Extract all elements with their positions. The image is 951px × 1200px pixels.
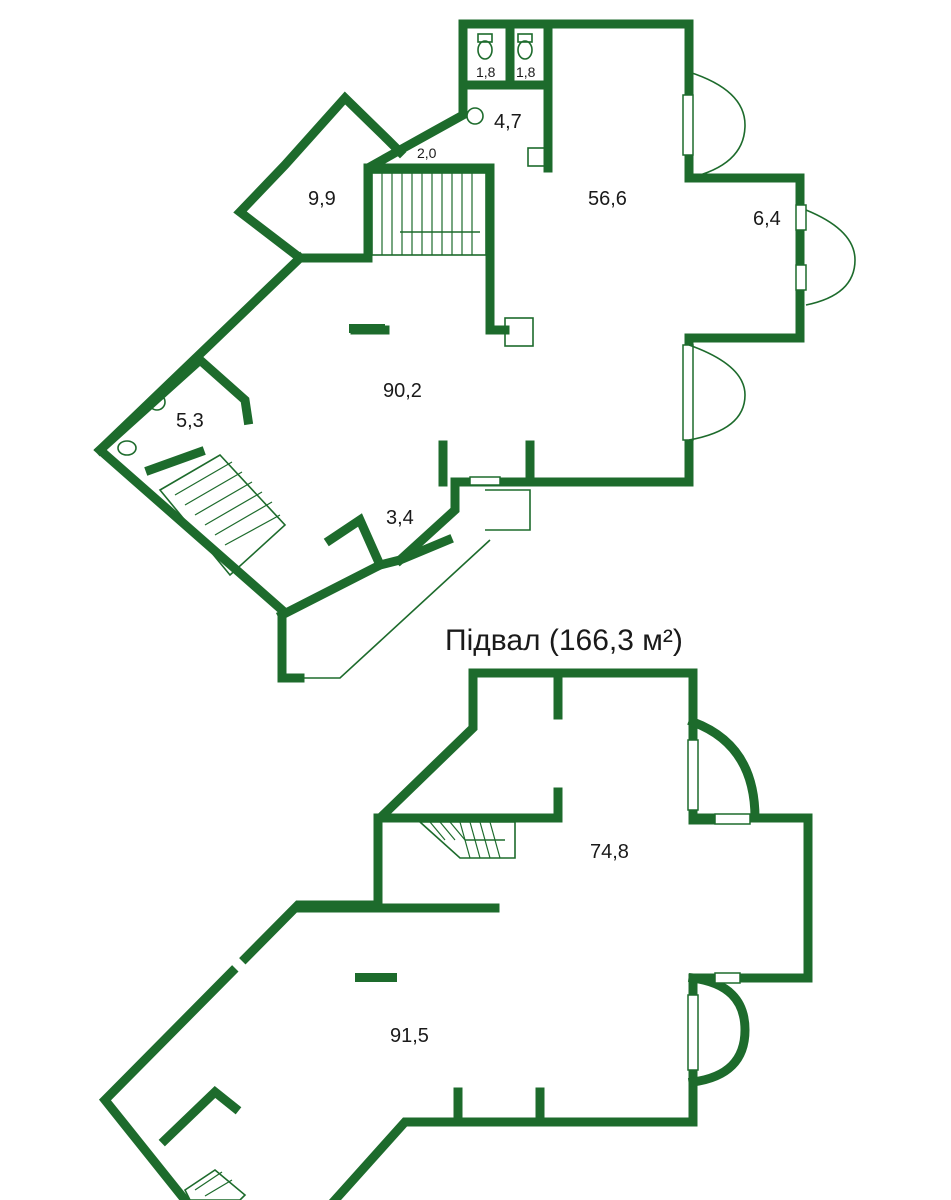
wall-stair-right — [485, 163, 510, 335]
window — [682, 94, 694, 156]
sink-icon — [466, 107, 484, 125]
door-arc — [688, 344, 746, 441]
stairs-lower — [158, 453, 287, 577]
floor1-outer-wall — [450, 19, 805, 487]
toilet-icon — [517, 33, 533, 60]
toilet-icon — [117, 440, 137, 456]
toilet-icon — [477, 33, 493, 60]
window — [469, 476, 501, 486]
window — [714, 813, 751, 825]
entrance-path — [300, 539, 491, 679]
window — [795, 204, 807, 231]
window — [228, 954, 248, 974]
stairs-upper — [371, 172, 487, 256]
area-wc-c: 5,3 — [176, 410, 204, 432]
area-room-left: 9,9 — [308, 188, 336, 210]
basement-title: Підвал (166,3 м²) — [445, 624, 683, 657]
area-bath: 4,7 — [494, 111, 522, 133]
area-basement-lower: 91,5 — [390, 1025, 429, 1047]
area-balcony: 6,4 — [753, 208, 781, 230]
area-wc-a: 1,8 — [476, 64, 496, 80]
wall-vestibule — [393, 477, 460, 567]
area-hall: 2,0 — [417, 145, 437, 161]
basement-plan: 74,8 91,5 — [98, 668, 813, 1200]
window — [682, 344, 694, 441]
window — [795, 264, 807, 291]
area-basement-upper: 74,8 — [590, 841, 629, 863]
wall-stair-lower — [144, 446, 206, 476]
area-room-main: 90,2 — [383, 380, 422, 402]
window — [687, 739, 699, 811]
area-vestibule: 3,4 — [386, 507, 414, 529]
floor1-south-wall — [275, 534, 454, 622]
basement-bay-upper — [687, 716, 760, 823]
area-wc-b: 1,8 — [516, 64, 536, 80]
sink-icon — [148, 393, 166, 411]
basement-bay-lower — [687, 972, 750, 1088]
entrance-steps — [485, 489, 531, 531]
floor1-plan: 1,8 1,8 4,7 2,0 56,6 9,9 6,4 90,2 5,3 3,… — [93, 19, 856, 683]
door-arc — [688, 71, 746, 179]
column-icon — [355, 973, 397, 982]
window — [714, 972, 741, 984]
floor1-outer-wall-left — [233, 19, 468, 263]
shower-icon — [527, 147, 551, 167]
door-arc — [805, 209, 856, 306]
window — [687, 994, 699, 1071]
wall-vestibule-2 — [323, 513, 386, 571]
basement-stairs — [417, 821, 516, 859]
column-icon — [349, 324, 385, 333]
column-icon — [504, 317, 534, 347]
floor1-outer-wall-west — [93, 251, 307, 683]
wall-basement-stair-lower — [158, 1086, 242, 1147]
basement-stairs-lower — [183, 1169, 247, 1200]
area-room-top: 56,6 — [588, 188, 627, 210]
